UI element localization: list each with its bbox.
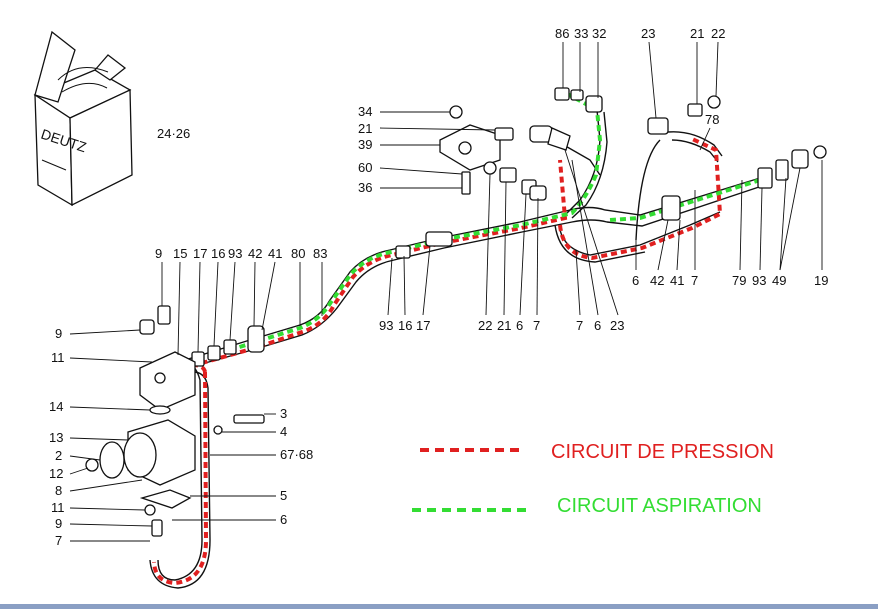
callout: 80 (291, 246, 305, 261)
callout: 7 (55, 533, 62, 548)
callout: 23 (610, 318, 624, 333)
callout: 19 (814, 273, 828, 288)
callout: 23 (641, 26, 655, 41)
callout: 22 (478, 318, 492, 333)
callout: 13 (49, 430, 63, 445)
callout: 3 (280, 406, 287, 421)
parts-box-illustration: DEUTZ (33, 30, 133, 207)
callout: 49 (772, 273, 786, 288)
callout: 79 (732, 273, 746, 288)
callout: 7 (576, 318, 583, 333)
callout: 9 (155, 246, 162, 261)
callout: 33 (574, 26, 588, 41)
suction-circuit-line (229, 88, 761, 352)
callout: 9 (55, 326, 62, 341)
callout: 6 (632, 273, 639, 288)
callout: 16 (211, 246, 225, 261)
callout: 32 (592, 26, 606, 41)
pressure-circuit-line (152, 136, 723, 586)
callout: 11 (51, 350, 65, 365)
callout: 6 (594, 318, 601, 333)
callout: 39 (358, 137, 372, 152)
legend: CIRCUIT DE PRESSION CIRCUIT ASPIRATION (412, 441, 774, 517)
callout: 93 (228, 246, 242, 261)
callout-numbers: 86 33 32 23 21 22 34 21 39 60 36 78 9 15… (49, 26, 828, 548)
callout: 17 (193, 246, 207, 261)
callout: 78 (705, 112, 719, 127)
callout: 5 (280, 488, 287, 503)
window-bottom-border (0, 604, 878, 609)
box-part-number: 24·26 (157, 126, 190, 141)
callout: 2 (55, 448, 62, 463)
callout: 9 (55, 516, 62, 531)
callout: 93 (379, 318, 393, 333)
callout: 41 (268, 246, 282, 261)
callout: 34 (358, 104, 372, 119)
callout: 17 (416, 318, 430, 333)
callout: 15 (173, 246, 187, 261)
callout: 7 (533, 318, 540, 333)
callout: 86 (555, 26, 569, 41)
legend-suction-label: CIRCUIT ASPIRATION (557, 495, 762, 517)
callout: 83 (313, 246, 327, 261)
callout: 12 (49, 466, 63, 481)
callout: 7 (691, 273, 698, 288)
callout: 42 (650, 273, 664, 288)
callout: 60 (358, 160, 372, 175)
callout: 93 (752, 273, 766, 288)
callout: 42 (248, 246, 262, 261)
callout: 36 (358, 180, 372, 195)
leader-lines (69, 41, 823, 542)
callout: 67·68 (280, 447, 313, 462)
callout: 16 (398, 318, 412, 333)
fittings (85, 87, 827, 537)
callout: 8 (55, 483, 62, 498)
callout: 21 (358, 121, 372, 136)
legend-pressure-label: CIRCUIT DE PRESSION (551, 441, 774, 463)
callout: 11 (51, 500, 65, 515)
callout: 22 (711, 26, 725, 41)
callout: 14 (49, 399, 63, 414)
callout: 6 (516, 318, 523, 333)
callout: 6 (280, 512, 287, 527)
callout: 21 (497, 318, 511, 333)
callout: 4 (280, 424, 287, 439)
callout: 21 (690, 26, 704, 41)
callout: 41 (670, 273, 684, 288)
